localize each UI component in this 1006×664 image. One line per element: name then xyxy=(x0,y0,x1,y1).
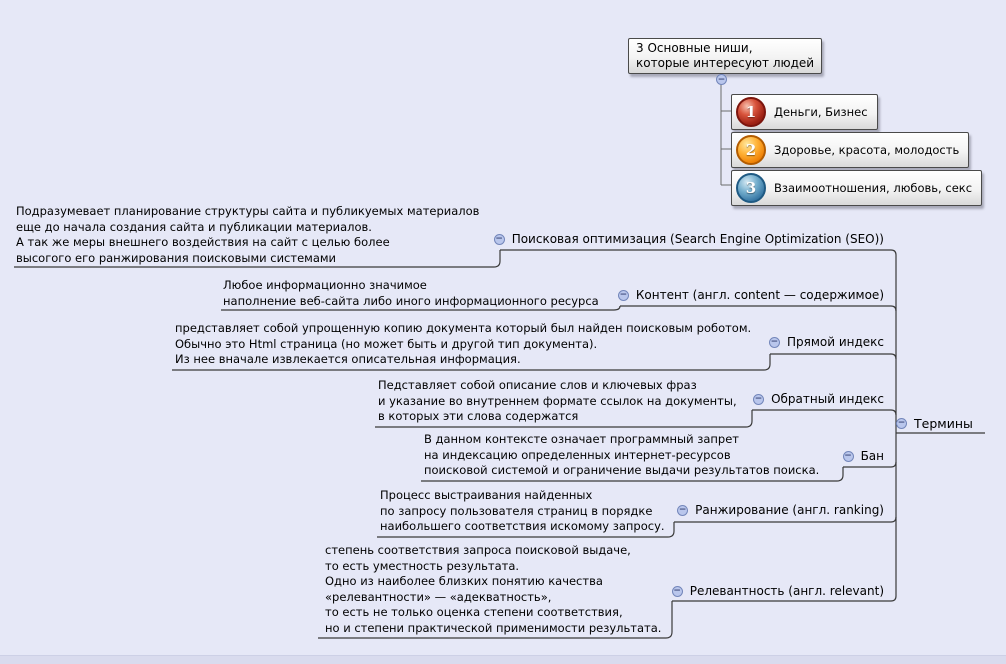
niche-node-relations[interactable]: 3 Взаимоотношения, любовь, секс xyxy=(731,170,983,206)
collapse-icon[interactable]: − xyxy=(716,74,727,85)
niche-label: Здоровье, красота, молодость xyxy=(774,143,960,157)
term-node-ban[interactable]: − Бан xyxy=(842,448,884,464)
term-label: Контент (англ. content — содержимое) xyxy=(635,288,884,302)
collapse-icon[interactable]: − xyxy=(677,504,689,516)
niche-label: Деньги, Бизнес xyxy=(774,105,868,119)
collapse-icon[interactable]: − xyxy=(896,417,907,429)
niche-label: Взаимоотношения, любовь, секс xyxy=(774,181,973,195)
term-label: Релевантность (англ. relevant) xyxy=(689,584,884,598)
terms-root-node[interactable]: − Термины xyxy=(896,415,973,431)
collapse-icon[interactable]: − xyxy=(753,393,765,405)
term-label: Поисковая оптимизация (Search Engine Opt… xyxy=(511,232,884,246)
term-note-direct-index[interactable]: представляет собой упрощенную копию доку… xyxy=(175,321,752,366)
term-note-relevance[interactable]: степень соответствия запроса поисковой в… xyxy=(325,543,662,635)
term-note-content[interactable]: Любое информационно значимое наполнение … xyxy=(223,278,599,308)
term-node-relevance[interactable]: − Релевантность (англ. relevant) xyxy=(671,583,884,599)
term-label: Ранжирование (англ. ranking) xyxy=(695,503,884,517)
term-node-content[interactable]: − Контент (англ. content — содержимое) xyxy=(617,287,884,303)
number-1-icon: 1 xyxy=(736,97,766,127)
term-node-ranking[interactable]: − Ранжирование (англ. ranking) xyxy=(677,502,884,518)
term-label: Обратный индекс xyxy=(771,392,884,406)
collapse-icon[interactable]: − xyxy=(842,450,854,462)
niches-root-label: 3 Основные ниши, которые интересуют люде… xyxy=(636,41,815,70)
collapse-icon[interactable]: − xyxy=(617,289,629,301)
niche-node-money[interactable]: 1 Деньги, Бизнес xyxy=(731,94,878,130)
term-note-ban[interactable]: В данном контексте означает программный … xyxy=(424,432,820,477)
collapse-icon[interactable]: − xyxy=(671,585,683,597)
canvas-edge xyxy=(0,655,1006,664)
terms-root-label: Термины xyxy=(914,415,973,431)
term-label: Бан xyxy=(860,449,884,463)
term-node-inverted-index[interactable]: − Обратный индекс xyxy=(753,391,884,407)
term-note-seo[interactable]: Подразумевает планирование структуры сай… xyxy=(16,204,480,265)
number-2-icon: 2 xyxy=(736,135,766,165)
collapse-icon[interactable]: − xyxy=(493,233,505,245)
number-3-icon: 3 xyxy=(736,173,766,203)
collapse-icon[interactable]: − xyxy=(768,336,780,348)
term-node-seo[interactable]: − Поисковая оптимизация (Search Engine O… xyxy=(493,231,884,247)
term-note-inverted-index[interactable]: Педставляет собой описание слов и ключев… xyxy=(378,378,737,423)
niches-root-node[interactable]: 3 Основные ниши, которые интересуют люде… xyxy=(628,38,823,74)
term-label: Прямой индекс xyxy=(786,335,884,349)
niche-node-health[interactable]: 2 Здоровье, красота, молодость xyxy=(731,132,970,168)
term-node-direct-index[interactable]: − Прямой индекс xyxy=(768,334,884,350)
term-note-ranking[interactable]: Процесс выстраивания найденных по запрос… xyxy=(380,488,665,533)
